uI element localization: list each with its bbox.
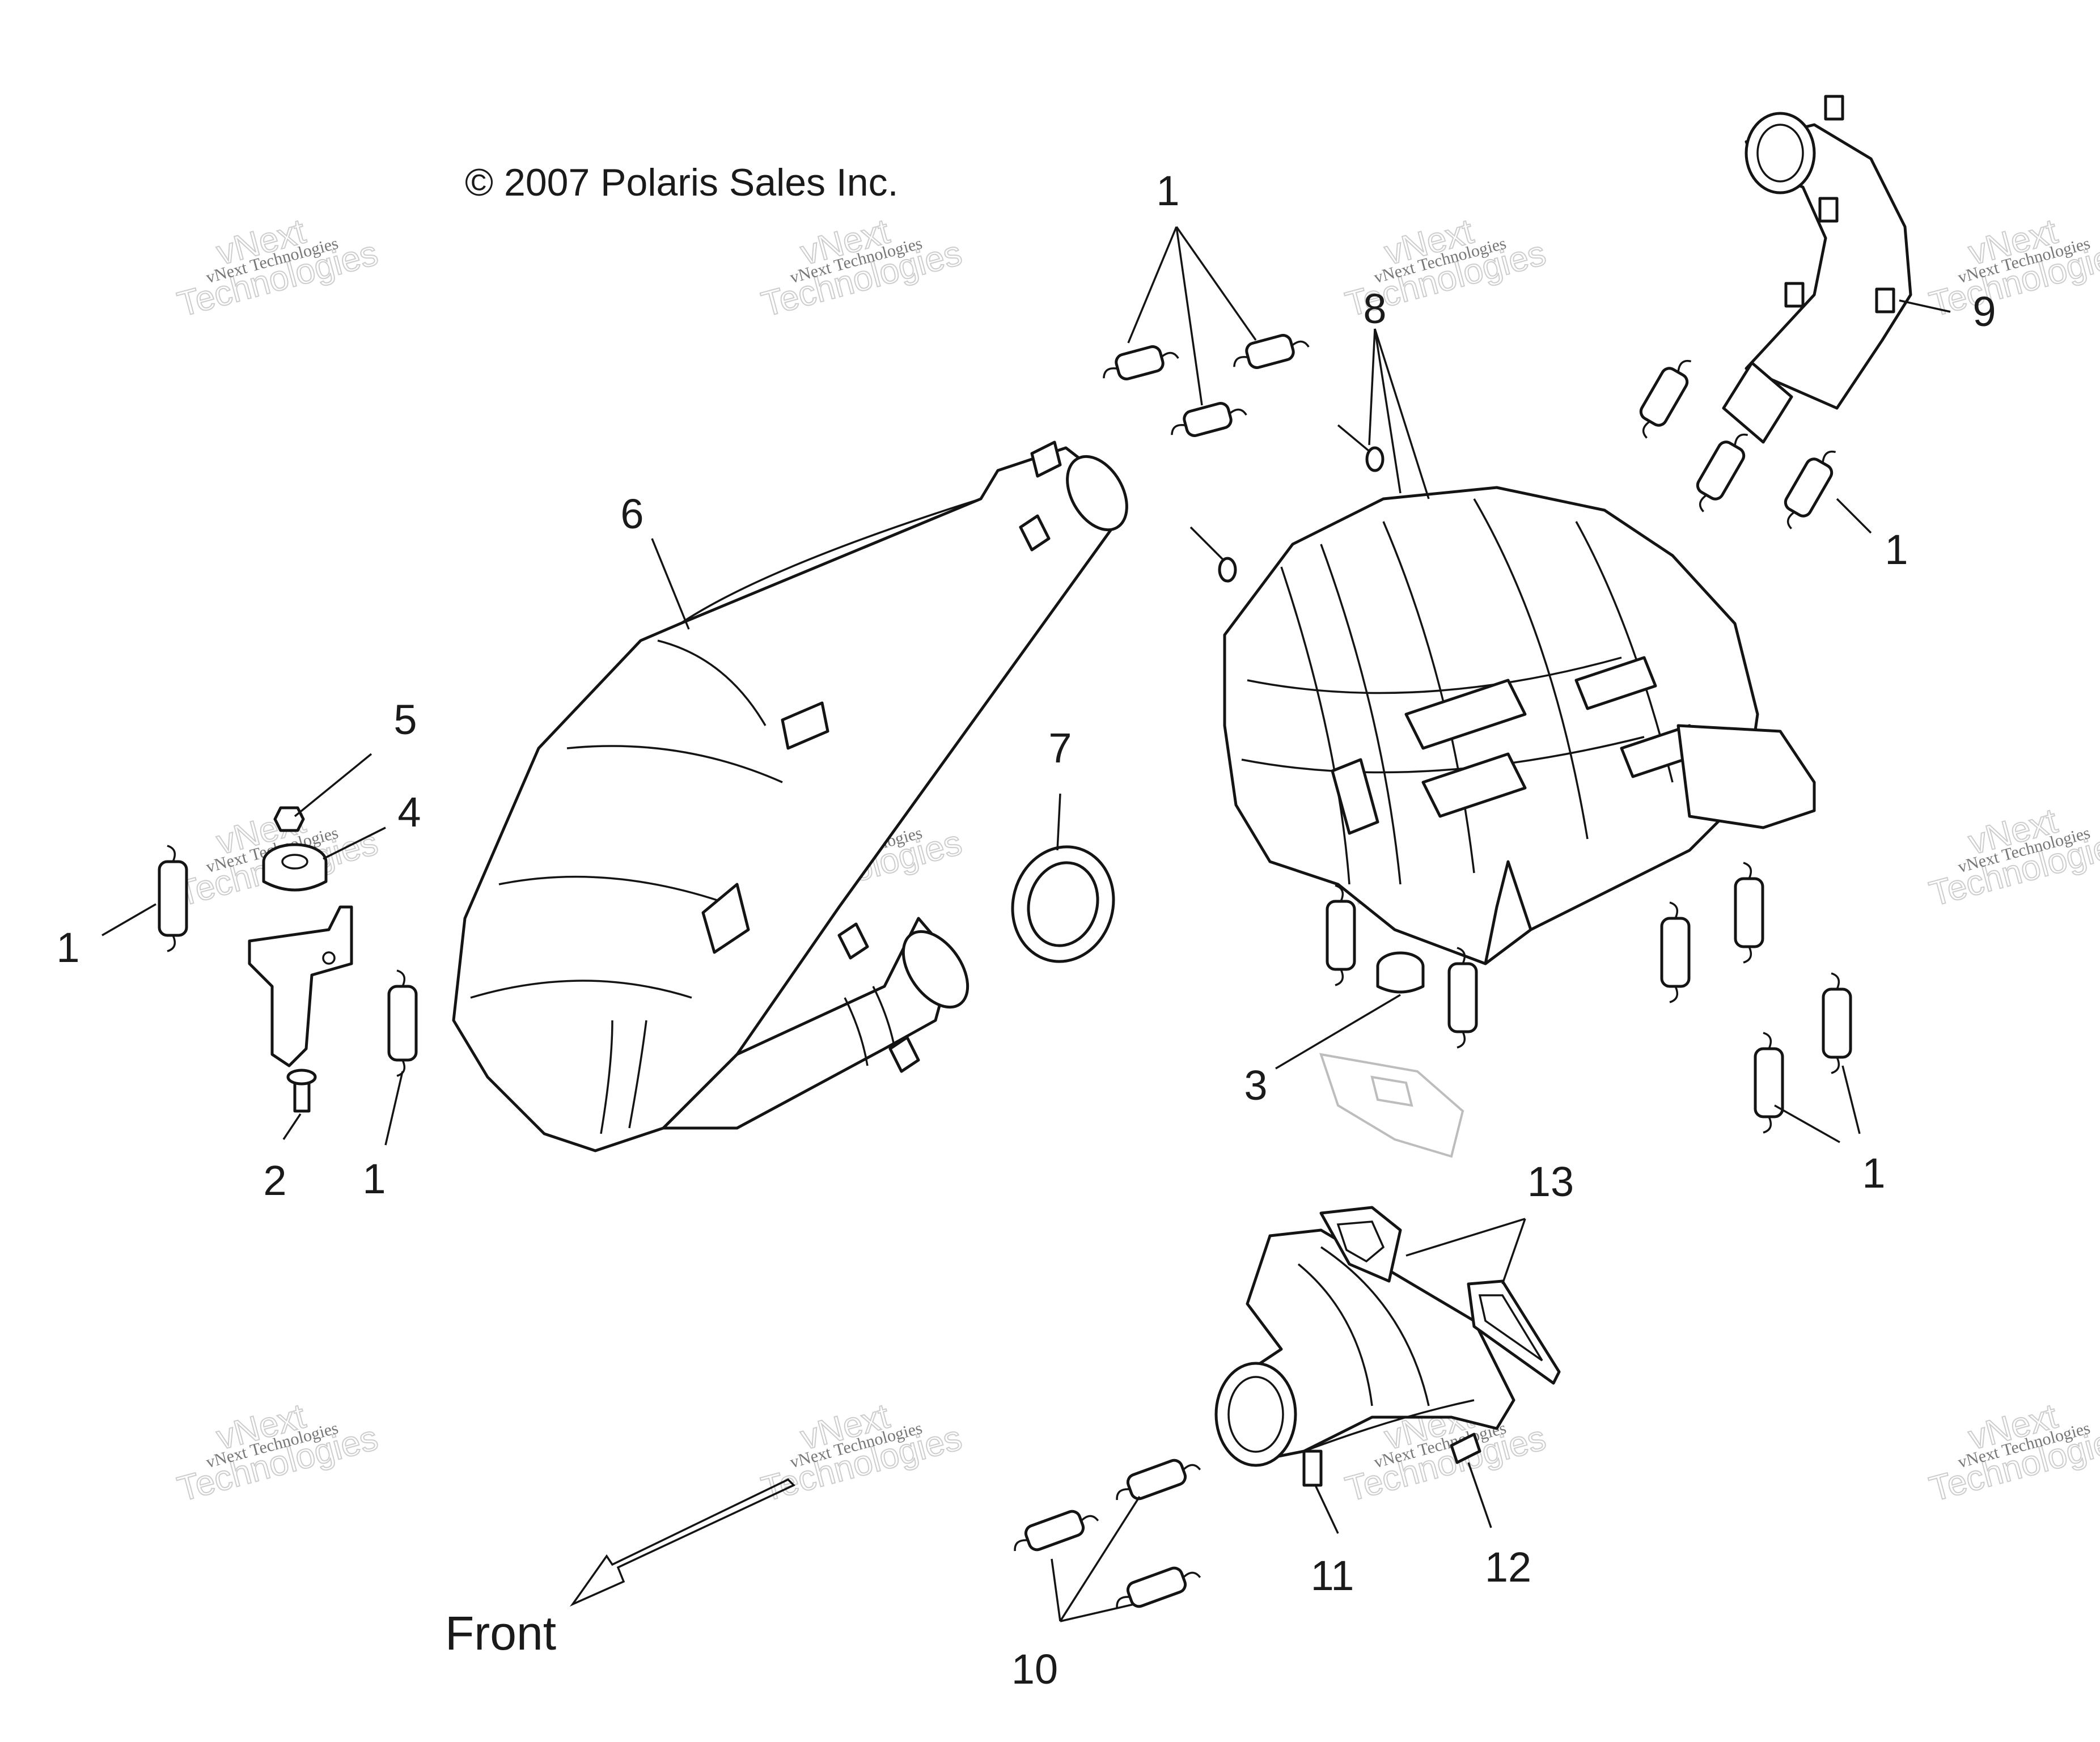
spring-icon xyxy=(1639,359,1692,439)
callout-1-top: 1 xyxy=(1156,167,1179,214)
manifold-gasket-part-13 xyxy=(1319,1206,1561,1385)
callout-13: 13 xyxy=(1527,1158,1574,1205)
callout-1-left: 1 xyxy=(56,924,79,971)
mount-bracket-part-2 xyxy=(248,905,353,1113)
callout-1-left-lower: 1 xyxy=(362,1155,386,1202)
manifold-part-11 xyxy=(1214,1228,1515,1487)
leader-lines xyxy=(101,226,1951,1622)
bolt-part-12 xyxy=(1450,1432,1481,1464)
callout-1-right-lower: 1 xyxy=(1862,1150,1885,1197)
callout-2: 2 xyxy=(263,1157,286,1204)
spring-icon xyxy=(387,969,418,1077)
spring-icon xyxy=(1784,450,1836,529)
callout-labels: 1 8 9 1 6 5 4 7 1 2 1 3 1 13 11 12 10 xyxy=(56,167,1996,1693)
front-label: Front xyxy=(445,1607,556,1660)
gasket-ring-part-7 xyxy=(1011,845,1115,963)
exhaust-pipe-part-6 xyxy=(452,440,1128,1152)
spring-icon xyxy=(1734,862,1764,964)
callout-6: 6 xyxy=(620,490,643,537)
callout-10: 10 xyxy=(1011,1646,1058,1693)
spring-icon xyxy=(1116,1566,1201,1608)
spring-icon xyxy=(1326,884,1356,986)
springs-part-1 xyxy=(158,334,1852,1134)
copyright-text: © 2007 Polaris Sales Inc. xyxy=(465,161,899,204)
callout-3: 3 xyxy=(1244,1062,1267,1109)
spring-icon xyxy=(158,845,188,952)
spring-icon xyxy=(1103,345,1179,380)
spring-icon xyxy=(1233,334,1310,369)
spring-icon xyxy=(1014,1510,1099,1552)
muffler-part-8 xyxy=(1189,424,1816,965)
spring-icon xyxy=(1660,901,1691,1003)
spring-icon xyxy=(1754,1032,1784,1134)
spring-icon xyxy=(1447,947,1478,1049)
callout-12: 12 xyxy=(1485,1544,1531,1591)
callout-7: 7 xyxy=(1048,724,1072,772)
callout-9: 9 xyxy=(1972,288,1996,335)
callout-1-right-upper: 1 xyxy=(1885,526,1908,573)
callout-8: 8 xyxy=(1363,285,1386,332)
spring-icon xyxy=(1696,433,1748,512)
rivet-icon xyxy=(1337,424,1385,472)
callout-5: 5 xyxy=(393,696,417,743)
elbow-pipe-part-9 xyxy=(1722,95,1912,444)
isolator-part-3 xyxy=(1319,951,1464,1158)
springs-part-10 xyxy=(1014,1459,1201,1608)
rivet-icon xyxy=(1189,526,1237,583)
spring-icon xyxy=(1822,972,1852,1074)
callout-4: 4 xyxy=(397,789,421,836)
callout-11: 11 xyxy=(1311,1552,1354,1599)
front-arrow-icon xyxy=(569,1478,796,1607)
spring-icon xyxy=(1171,402,1247,437)
grommet-part-4 xyxy=(262,843,328,892)
nut-part-5 xyxy=(273,806,305,832)
spring-icon xyxy=(1116,1459,1201,1501)
